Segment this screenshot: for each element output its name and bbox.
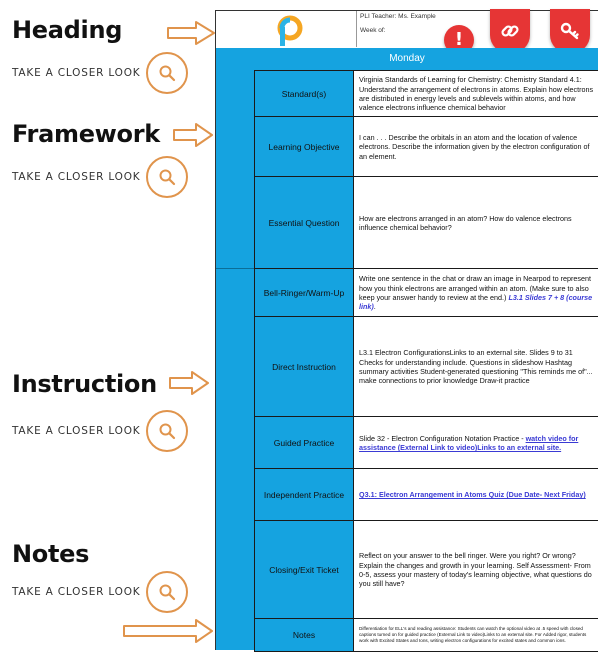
closer-look-heading: TAKE A CLOSER LOOK xyxy=(12,52,189,94)
closer-look-button[interactable] xyxy=(146,571,189,613)
row-notes: Notes Differentiation for ELL's and read… xyxy=(254,618,598,652)
closer-look-label: TAKE A CLOSER LOOK xyxy=(12,67,141,79)
row-direct-instruction: Direct Instruction L3.1 Electron Configu… xyxy=(254,316,598,417)
closer-look-button[interactable] xyxy=(146,52,189,94)
section-divider xyxy=(216,268,254,269)
search-icon xyxy=(159,584,176,601)
closer-look-label: TAKE A CLOSER LOOK xyxy=(12,425,141,437)
row-label: Learning Objective xyxy=(254,117,354,177)
arrow-right-icon xyxy=(167,21,215,45)
row-content: Q3.1: Electron Arrangement in Atoms Quiz… xyxy=(359,469,596,521)
teacher-info: PLI Teacher: Ms. Example Week of: xyxy=(356,11,436,47)
notes-section-title: Notes xyxy=(12,540,90,568)
closer-look-label: TAKE A CLOSER LOOK xyxy=(12,586,141,598)
row-label: Closing/Exit Ticket xyxy=(254,521,354,619)
row-content: How are electrons arranged in an atom? H… xyxy=(359,213,572,232)
link-icon xyxy=(501,25,519,37)
course-link[interactable]: L3.1 Slides 7 + 8 (course link) xyxy=(359,293,593,312)
week-of-field[interactable]: Week of: xyxy=(360,27,386,34)
teacher-name: PLI Teacher: Ms. Example xyxy=(360,13,436,20)
row-content: Write one sentence in the chat or draw a… xyxy=(359,274,593,312)
row-learning-objective: Learning Objective I can . . . Describe … xyxy=(254,116,598,177)
row-content: Differentiation for ELL's and reading as… xyxy=(359,626,587,643)
search-icon xyxy=(159,169,176,186)
search-icon xyxy=(159,65,176,82)
heading-section-title: Heading xyxy=(12,16,123,44)
row-closing-exit-ticket: Closing/Exit Ticket Reflect on your answ… xyxy=(254,520,598,619)
framework-section-title: Framework xyxy=(12,120,160,148)
arrow-right-icon xyxy=(173,123,213,147)
row-content: Reflect on your answer to the bell ringe… xyxy=(359,551,592,589)
key-button[interactable] xyxy=(550,9,590,53)
search-icon xyxy=(159,423,176,440)
arrow-right-icon xyxy=(123,619,213,643)
closer-look-button[interactable] xyxy=(146,156,189,198)
row-guided-practice: Guided Practice Slide 32 - Electron Conf… xyxy=(254,416,598,469)
row-content: I can . . . Describe the orbitals in an … xyxy=(359,132,590,161)
row-label: Essential Question xyxy=(254,177,354,269)
row-content: L3.1 Electron ConfigurationsLinks to an … xyxy=(359,348,593,386)
instruction-section-title: Instruction xyxy=(12,370,157,398)
row-label: Bell-Ringer/Warm-Up xyxy=(254,269,354,317)
row-label: Standard(s) xyxy=(254,71,354,117)
lesson-plan-document: PLI Teacher: Ms. Example Week of: ! Mond… xyxy=(215,9,598,652)
closer-look-instruction: TAKE A CLOSER LOOK xyxy=(12,410,189,452)
row-independent-practice: Independent Practice Q3.1: Electron Arra… xyxy=(254,468,598,521)
row-content: Virginia Standards of Learning for Chemi… xyxy=(359,75,594,113)
side-bar xyxy=(216,70,254,650)
key-icon xyxy=(560,22,579,40)
closer-look-label: TAKE A CLOSER LOOK xyxy=(12,171,141,183)
closer-look-button[interactable] xyxy=(146,410,189,452)
closer-look-framework: TAKE A CLOSER LOOK xyxy=(12,156,189,198)
pearson-logo-icon xyxy=(277,15,303,46)
row-content: Slide 32 - Electron Configuration Notati… xyxy=(359,433,579,452)
row-essential-question: Essential Question How are electrons arr… xyxy=(254,176,598,269)
video-link[interactable]: watch video for assistance (External Lin… xyxy=(359,433,579,452)
row-label: Guided Practice xyxy=(254,417,354,469)
quiz-link[interactable]: Q3.1: Electron Arrangement in Atoms Quiz… xyxy=(359,490,586,500)
row-standards: Standard(s) Virginia Standards of Learni… xyxy=(254,70,598,117)
arrow-right-icon xyxy=(169,371,209,395)
link-button[interactable] xyxy=(490,9,530,53)
closer-look-notes: TAKE A CLOSER LOOK xyxy=(12,571,189,613)
row-bell-ringer: Bell-Ringer/Warm-Up Write one sentence i… xyxy=(254,268,598,317)
row-label: Independent Practice xyxy=(254,469,354,521)
day-header: Monday xyxy=(216,48,598,71)
lesson-plan-header: PLI Teacher: Ms. Example Week of: ! xyxy=(216,9,598,55)
row-label: Notes xyxy=(254,619,354,651)
row-label: Direct Instruction xyxy=(254,317,354,417)
